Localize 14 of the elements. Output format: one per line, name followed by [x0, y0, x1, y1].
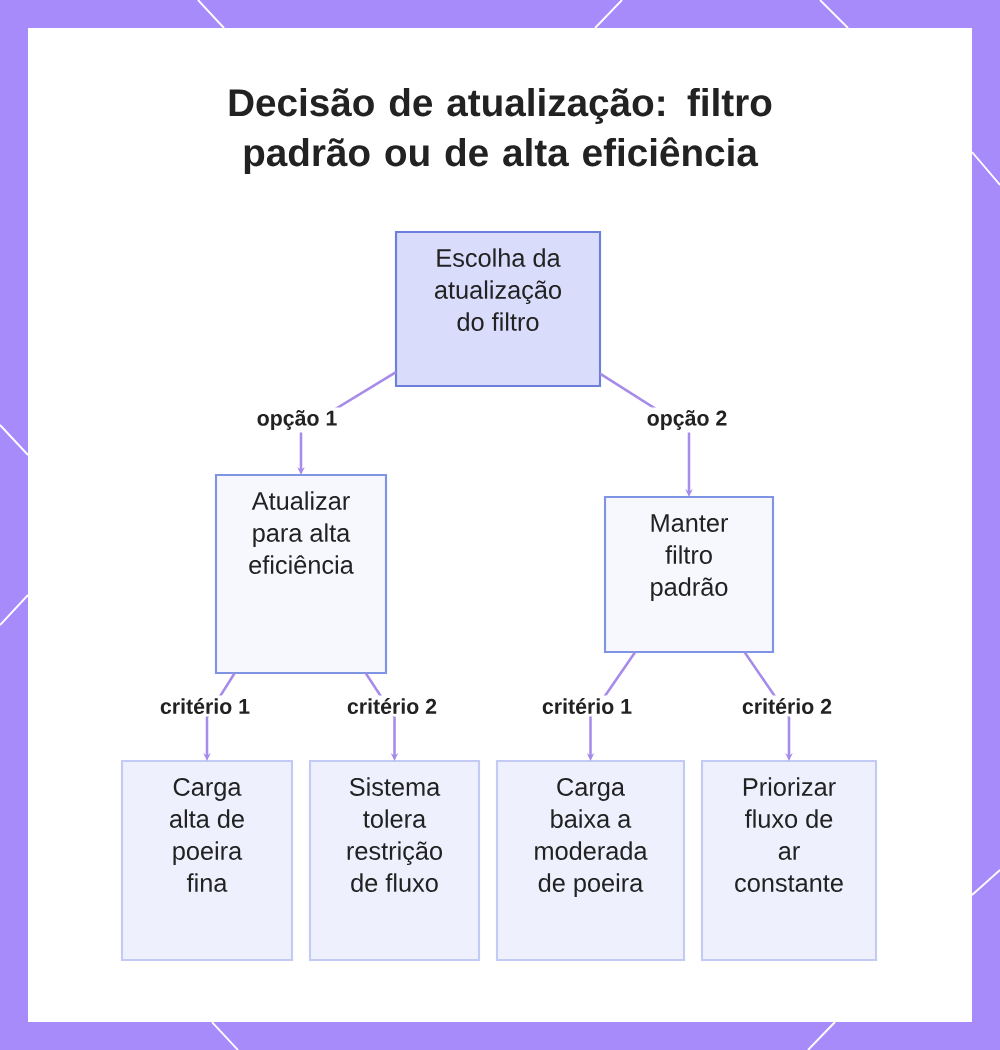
edge-label: opção 1 [254, 407, 340, 433]
outcome-box: Sistema tolera restrição de fluxo [308, 759, 481, 962]
outcome-box: Priorizar fluxo de ar constante [700, 759, 878, 962]
outcome-box: Carga baixa a moderada de poeira [495, 759, 686, 962]
option-box: Atualizar para alta eficiência [214, 473, 388, 675]
edge-label: critério 2 [739, 695, 835, 717]
title: Decisão de atualização: filtro padrão ou de alta eficiência [229, 88, 772, 175]
outcome-box: Carga alta de poeira fina [120, 759, 294, 962]
option-box: Manter filtro padrão [603, 495, 775, 654]
edge-label: critério 1 [157, 695, 253, 717]
decision-box: Escolha da atualização do filtro [394, 230, 602, 388]
edge-label: critério 1 [539, 695, 635, 717]
edge-label: critério 2 [344, 695, 440, 717]
edge-label: opção 2 [644, 407, 730, 433]
